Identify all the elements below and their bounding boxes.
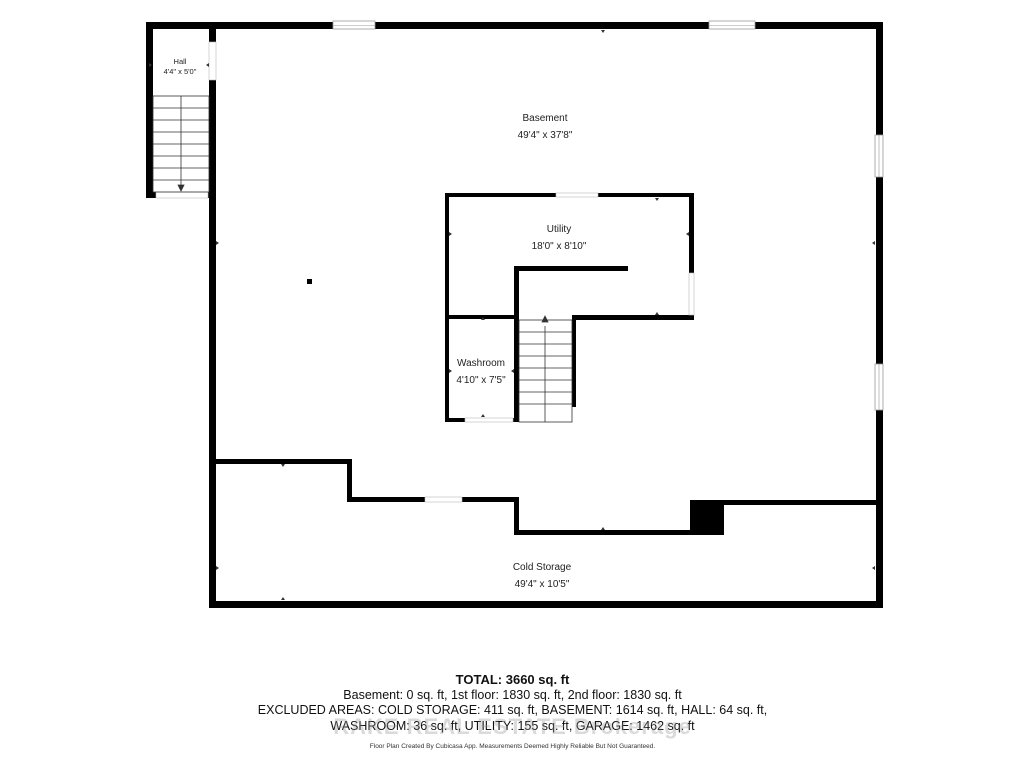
windows [155,20,884,411]
hall-stairs [152,95,210,193]
wall-hall-divider-low [209,80,216,198]
hall-opening [208,41,217,81]
room-name: Utility [546,224,572,235]
hall-bottom-opening [155,191,209,199]
cold-storage-door [424,496,463,503]
cold-storage-walls [209,459,883,535]
room-name: Washroom [457,358,505,369]
room-label-washroom: Washroom 4'10" x 7'5" [446,355,516,389]
window-top-left [332,20,376,30]
brokerage-watermark: RAKE REAL ESTATE Brokerage [333,714,692,739]
wall-left [209,192,216,608]
room-dimensions: 49'4" x 10'5" [514,579,570,590]
room-name: Hall [173,57,187,66]
room-dimensions: 4'4" x 5'0" [163,67,197,76]
total-headline: TOTAL: 3660 sq. ft [455,672,570,687]
central-stairs [518,315,573,423]
room-label-basement: Basement 49'4" x 37'8" [495,110,595,144]
room-name: Cold Storage [512,562,572,573]
area-totals: TOTAL: 3660 sq. ft Basement: 0 sq. ft, 1… [0,672,1025,734]
total-line-1: Basement: 0 sq. ft, 1st floor: 1830 sq. … [343,687,682,702]
wall-bottom [209,601,883,608]
window-top-right [708,20,756,30]
total-line-2: EXCLUDED AREAS: COLD STORAGE: 411 sq. ft… [257,703,768,717]
wall-hall-divider [209,22,216,42]
utility-walls [445,193,694,422]
wall-right [876,22,883,608]
room-label-cold-storage: Cold Storage 49'4" x 10'5" [487,559,597,593]
wall-hall-left [146,22,153,198]
room-name: Basement [522,113,568,124]
room-dimensions: 49'4" x 37'8" [517,130,573,141]
dimension-markers [149,30,875,600]
column-marker [307,279,312,284]
disclaimer-text: Floor Plan Created By Cubicasa App. Meas… [369,743,656,750]
washroom-door [464,417,514,423]
wall-top [146,22,883,29]
room-dimensions: 4'10" x 7'5" [456,375,506,386]
room-label-utility: Utility 18'0" x 8'10" [509,221,609,255]
utility-side-opening [688,272,695,316]
total-line-3: WASHROOM: 36 sq. ft, UTILITY: 155 sq. ft… [330,718,695,733]
room-label-hall: Hall 4'4" x 5'0" [150,57,210,77]
utility-door [555,192,599,198]
room-dimensions: 18'0" x 8'10" [531,241,587,252]
